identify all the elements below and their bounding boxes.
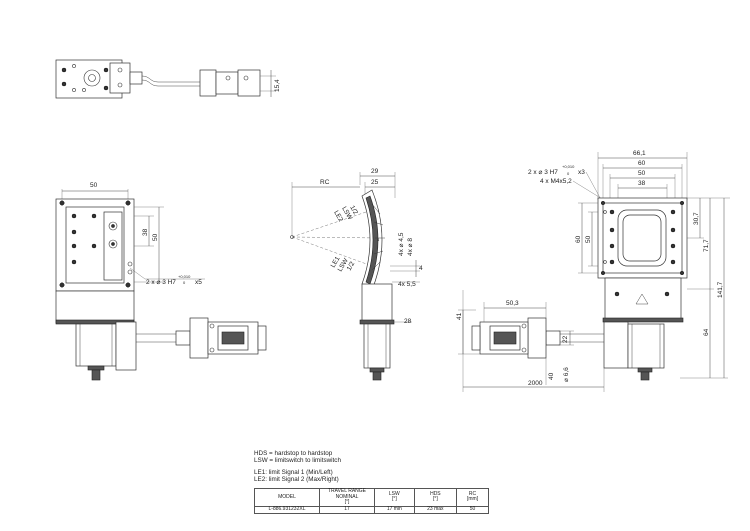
right-1417-dim: 141,7 <box>717 281 724 298</box>
legend-hds: HDS = hardstop to hardstop <box>254 450 333 457</box>
side-hole-45-label: 4x ⌀ 4,5 <box>398 232 405 256</box>
right-661-dim: 66,1 <box>633 150 646 157</box>
right-38-dim: 38 <box>638 180 646 187</box>
header-model: MODEL <box>254 488 320 507</box>
legend-le1: LE1: limit Signal 1 (Min/Left) <box>254 469 333 476</box>
right-22-dim: 22 <box>562 335 569 343</box>
top-view: 15,4 <box>55 59 281 99</box>
front-view: 50 38 50 2 x ⌀ 3 H7 +0,010 0 x5 <box>55 182 267 381</box>
front-width-dim: 50 <box>90 182 98 189</box>
top-height-dim: 15,4 <box>274 79 281 92</box>
right-view: 66,1 60 50 38 2 x ⌀ 3 H7 +0,010 0 x3 4 x… <box>456 150 730 392</box>
legend-le2: LE2: limit Signal 2 (Max/Right) <box>254 476 339 483</box>
right-60-dim: 60 <box>638 160 646 167</box>
side-hole-8-label: 4x ⌀ 8 <box>407 238 414 256</box>
front-hole-tol-upper: +0,010 <box>178 274 191 279</box>
right-41-dim: 41 <box>456 312 463 320</box>
header-travel: TRAVEL RANGE NOMINAL [°] <box>319 488 375 507</box>
side-half-bottom-label: 1/2 <box>346 260 357 272</box>
side-25-dim: 25 <box>371 179 379 186</box>
right-2000-dim: 2000 <box>528 380 543 387</box>
cell-model: L-886.931232XL <box>254 505 320 514</box>
right-hole-label: 2 x ⌀ 3 H7 <box>528 169 558 176</box>
right-60-v-dim: 60 <box>575 235 582 243</box>
right-66-dim: ⌀ 6,6 <box>563 367 570 382</box>
table-row: L-886.931232XL 17 17 min 23 max 50 <box>254 505 489 514</box>
table-header-row: MODEL TRAVEL RANGE NOMINAL [°] LSW [°] H… <box>254 488 489 507</box>
cell-rc: 50 <box>456 505 489 514</box>
side-4-dim: 4 <box>419 265 423 272</box>
side-55-dim: 4x 5,5 <box>398 281 416 288</box>
header-hds: HDS [°] <box>413 488 458 507</box>
spec-table: MODEL TRAVEL RANGE NOMINAL [°] LSW [°] H… <box>254 488 489 514</box>
side-29-dim: 29 <box>371 168 379 175</box>
side-tick-label: 4 <box>377 237 380 242</box>
right-thread-label: 4 x M4x5,2 <box>540 178 572 185</box>
right-40-dim: 40 <box>548 372 555 380</box>
legend-lsw: LSW = limitswitch to limitswitch <box>254 457 341 464</box>
right-50-v-dim: 50 <box>585 235 592 243</box>
front-50-dim: 50 <box>152 233 159 241</box>
cell-hds: 23 max <box>413 505 458 514</box>
front-hole-label: 2 x ⌀ 3 H7 <box>146 279 176 286</box>
right-717-dim: 71,7 <box>703 239 710 252</box>
right-64-dim: 64 <box>703 328 710 336</box>
side-half-top-label: 1/2 <box>348 205 359 217</box>
side-28-dim: 28 <box>404 318 412 325</box>
side-rc-dim: RC <box>320 179 330 186</box>
right-hole-tol-upper: +0,010 <box>562 164 575 169</box>
front-hole-tol-lower: 0 <box>183 280 186 285</box>
right-hole-tol-lower: 0 <box>567 171 570 176</box>
header-rc: RC [mm] <box>456 488 489 507</box>
front-38-dim: 38 <box>142 228 149 236</box>
cell-travel: 17 <box>319 505 375 514</box>
header-lsw: LSW [°] <box>374 488 415 507</box>
right-hole-depth: x3 <box>578 169 585 176</box>
side-view: 29 25 RC 4 LE2 LSW 1/2 LE1 LSW 1/2 4x ⌀ … <box>290 168 423 381</box>
front-hole-depth: x5 <box>195 279 202 286</box>
right-50-dim: 50 <box>638 170 646 177</box>
right-307-dim: 30,7 <box>693 212 700 225</box>
cell-lsw: 17 min <box>374 505 415 514</box>
right-503-dim: 50,3 <box>506 300 519 307</box>
